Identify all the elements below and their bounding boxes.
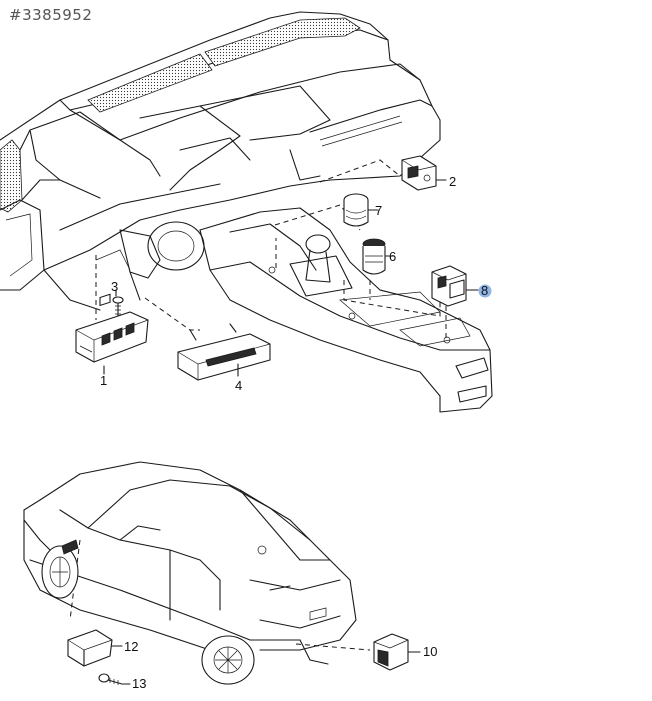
- callout-2[interactable]: 2: [449, 174, 456, 189]
- callout-13[interactable]: 13: [132, 676, 146, 691]
- part-8-switch: [431, 265, 479, 307]
- callout-1[interactable]: 1: [100, 373, 107, 388]
- callout-10[interactable]: 10: [423, 644, 437, 659]
- part-10-switch: [373, 633, 421, 671]
- car-illustration: [23, 461, 357, 685]
- part-12-switch: [67, 629, 123, 667]
- part-3-screw: [112, 289, 124, 317]
- part-7-socket: [343, 193, 379, 227]
- callout-12[interactable]: 12: [124, 639, 138, 654]
- callout-7[interactable]: 7: [375, 203, 382, 218]
- callout-8-highlight: [478, 284, 492, 298]
- reference-number: #3385952: [9, 6, 93, 24]
- part-6-socket: [362, 238, 395, 275]
- part-4-switch-strip: [177, 323, 271, 381]
- callout-labels: 2 7 6 8 3 1 4 10 12 13: [100, 174, 492, 691]
- callout-4[interactable]: 4: [235, 378, 242, 393]
- leader-lines: [69, 159, 447, 651]
- part-2-switch: [401, 155, 447, 191]
- callout-3[interactable]: 3: [111, 279, 118, 294]
- part-13-screw: [98, 673, 131, 685]
- callout-8[interactable]: 8: [481, 283, 488, 298]
- part-1-switch-panel: [75, 293, 149, 375]
- callout-6[interactable]: 6: [389, 249, 396, 264]
